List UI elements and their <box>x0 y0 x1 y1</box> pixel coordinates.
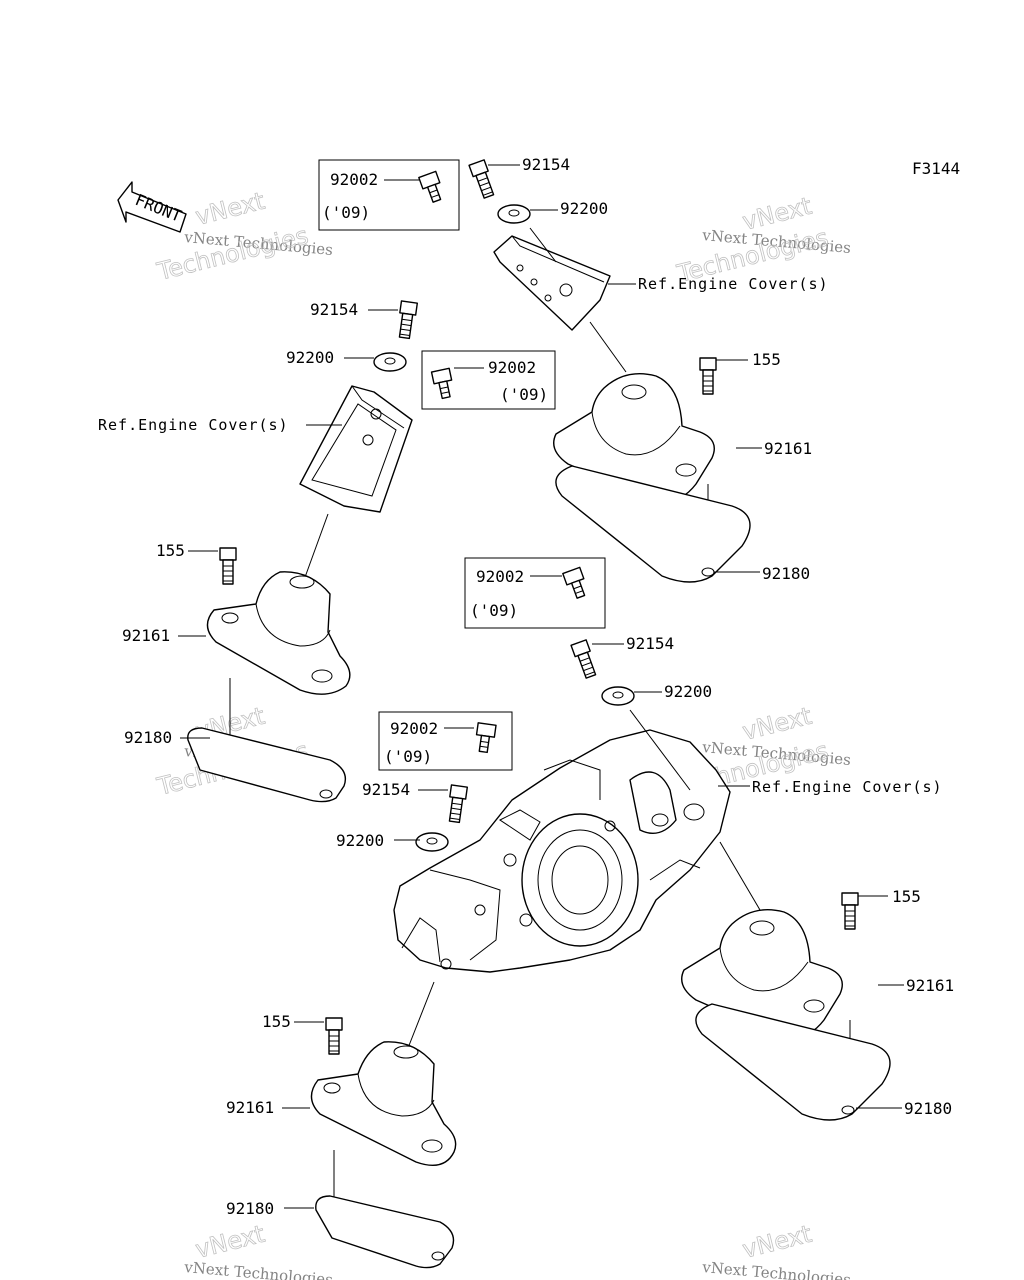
bolt-92154-c-icon <box>570 639 600 680</box>
washer-b-icon <box>373 352 407 372</box>
variant-box-4 <box>378 711 513 771</box>
ref-engine-cover-c: Ref.Engine Cover(s) <box>752 778 943 796</box>
variant-box-2 <box>421 350 556 410</box>
engine-mount-upper-left <box>206 571 351 695</box>
label-92200-b: 92200 <box>286 348 334 367</box>
note-09-d: ('09) <box>384 747 432 766</box>
label-92200-a: 92200 <box>560 199 608 218</box>
label-92180-d: 92180 <box>226 1199 274 1218</box>
label-92161-b: 92161 <box>122 626 170 645</box>
bolt-92002-d-icon <box>473 722 497 754</box>
figure-code: F3144 <box>912 159 960 178</box>
watermark-bottom-left: vNext vNext Technologies <box>183 1219 334 1280</box>
engine-crankcase <box>393 729 731 973</box>
svg-text:vNext Technologies: vNext Technologies <box>183 1258 334 1280</box>
bolt-92002-icon <box>418 170 446 205</box>
washer-icon <box>497 204 531 224</box>
label-92180-a: 92180 <box>762 564 810 583</box>
label-92154-b: 92154 <box>310 300 358 319</box>
bolt-92154-b-icon <box>395 300 419 340</box>
bolt-92002-c-icon <box>562 566 590 601</box>
bolt-155-d-icon <box>325 1017 343 1055</box>
ref-engine-cover-b: Ref.Engine Cover(s) <box>98 416 289 434</box>
label-92180-b: 92180 <box>124 728 172 747</box>
svg-text:vNext: vNext <box>193 187 268 231</box>
label-92200-d: 92200 <box>336 831 384 850</box>
pad-lower-left <box>315 1195 455 1269</box>
label-92002-a: 92002 <box>330 170 378 189</box>
label-92002-d: 92002 <box>390 719 438 738</box>
svg-text:vNext: vNext <box>193 1220 268 1264</box>
variant-box-3 <box>464 557 606 629</box>
label-155-b: 155 <box>156 541 185 560</box>
label-92161-d: 92161 <box>226 1098 274 1117</box>
svg-text:vNext: vNext <box>740 702 815 746</box>
watermark-bottom-right: vNext vNext Technologies <box>701 1219 852 1280</box>
label-92200-c: 92200 <box>664 682 712 701</box>
variant-box-1 <box>318 159 460 231</box>
label-92154-d: 92154 <box>362 780 410 799</box>
bolt-92154-d-icon <box>445 784 469 824</box>
pad-upper-left <box>187 727 347 803</box>
watermark-top-right: vNext vNext Technologies Technologies <box>673 191 851 288</box>
label-155-d: 155 <box>262 1012 291 1031</box>
label-92161-a: 92161 <box>764 439 812 458</box>
svg-text:vNext Technologies: vNext Technologies <box>701 1258 852 1280</box>
note-09-a: ('09) <box>322 203 370 222</box>
engine-bracket-upper-right <box>493 235 611 331</box>
washer-c-icon <box>601 686 635 706</box>
label-92002-c: 92002 <box>476 567 524 586</box>
bolt-92002-b-icon <box>430 367 456 401</box>
label-92154-c: 92154 <box>626 634 674 653</box>
label-92002-b: 92002 <box>488 358 536 377</box>
note-09-b: ('09) <box>500 385 548 404</box>
ref-engine-cover-a: Ref.Engine Cover(s) <box>638 275 829 293</box>
label-155-c: 155 <box>892 887 921 906</box>
bolt-92154-icon <box>468 159 498 200</box>
engine-mount-lower-left <box>310 1041 457 1166</box>
bolt-155-icon <box>699 357 717 395</box>
bolt-155-b-icon <box>219 547 237 585</box>
label-92154-a: 92154 <box>522 155 570 174</box>
label-92161-c: 92161 <box>906 976 954 995</box>
bolt-155-c-icon <box>841 892 859 930</box>
front-arrow-icon: FRONT <box>117 181 187 233</box>
label-92180-c: 92180 <box>904 1099 952 1118</box>
note-09-c: ('09) <box>470 601 518 620</box>
engine-bracket-upper-left <box>299 385 413 513</box>
watermark-top-left: vNext vNext Technologies Technologies <box>153 186 333 286</box>
washer-d-icon <box>415 832 449 852</box>
label-155-a: 155 <box>752 350 781 369</box>
svg-text:vNext: vNext <box>740 1220 815 1264</box>
